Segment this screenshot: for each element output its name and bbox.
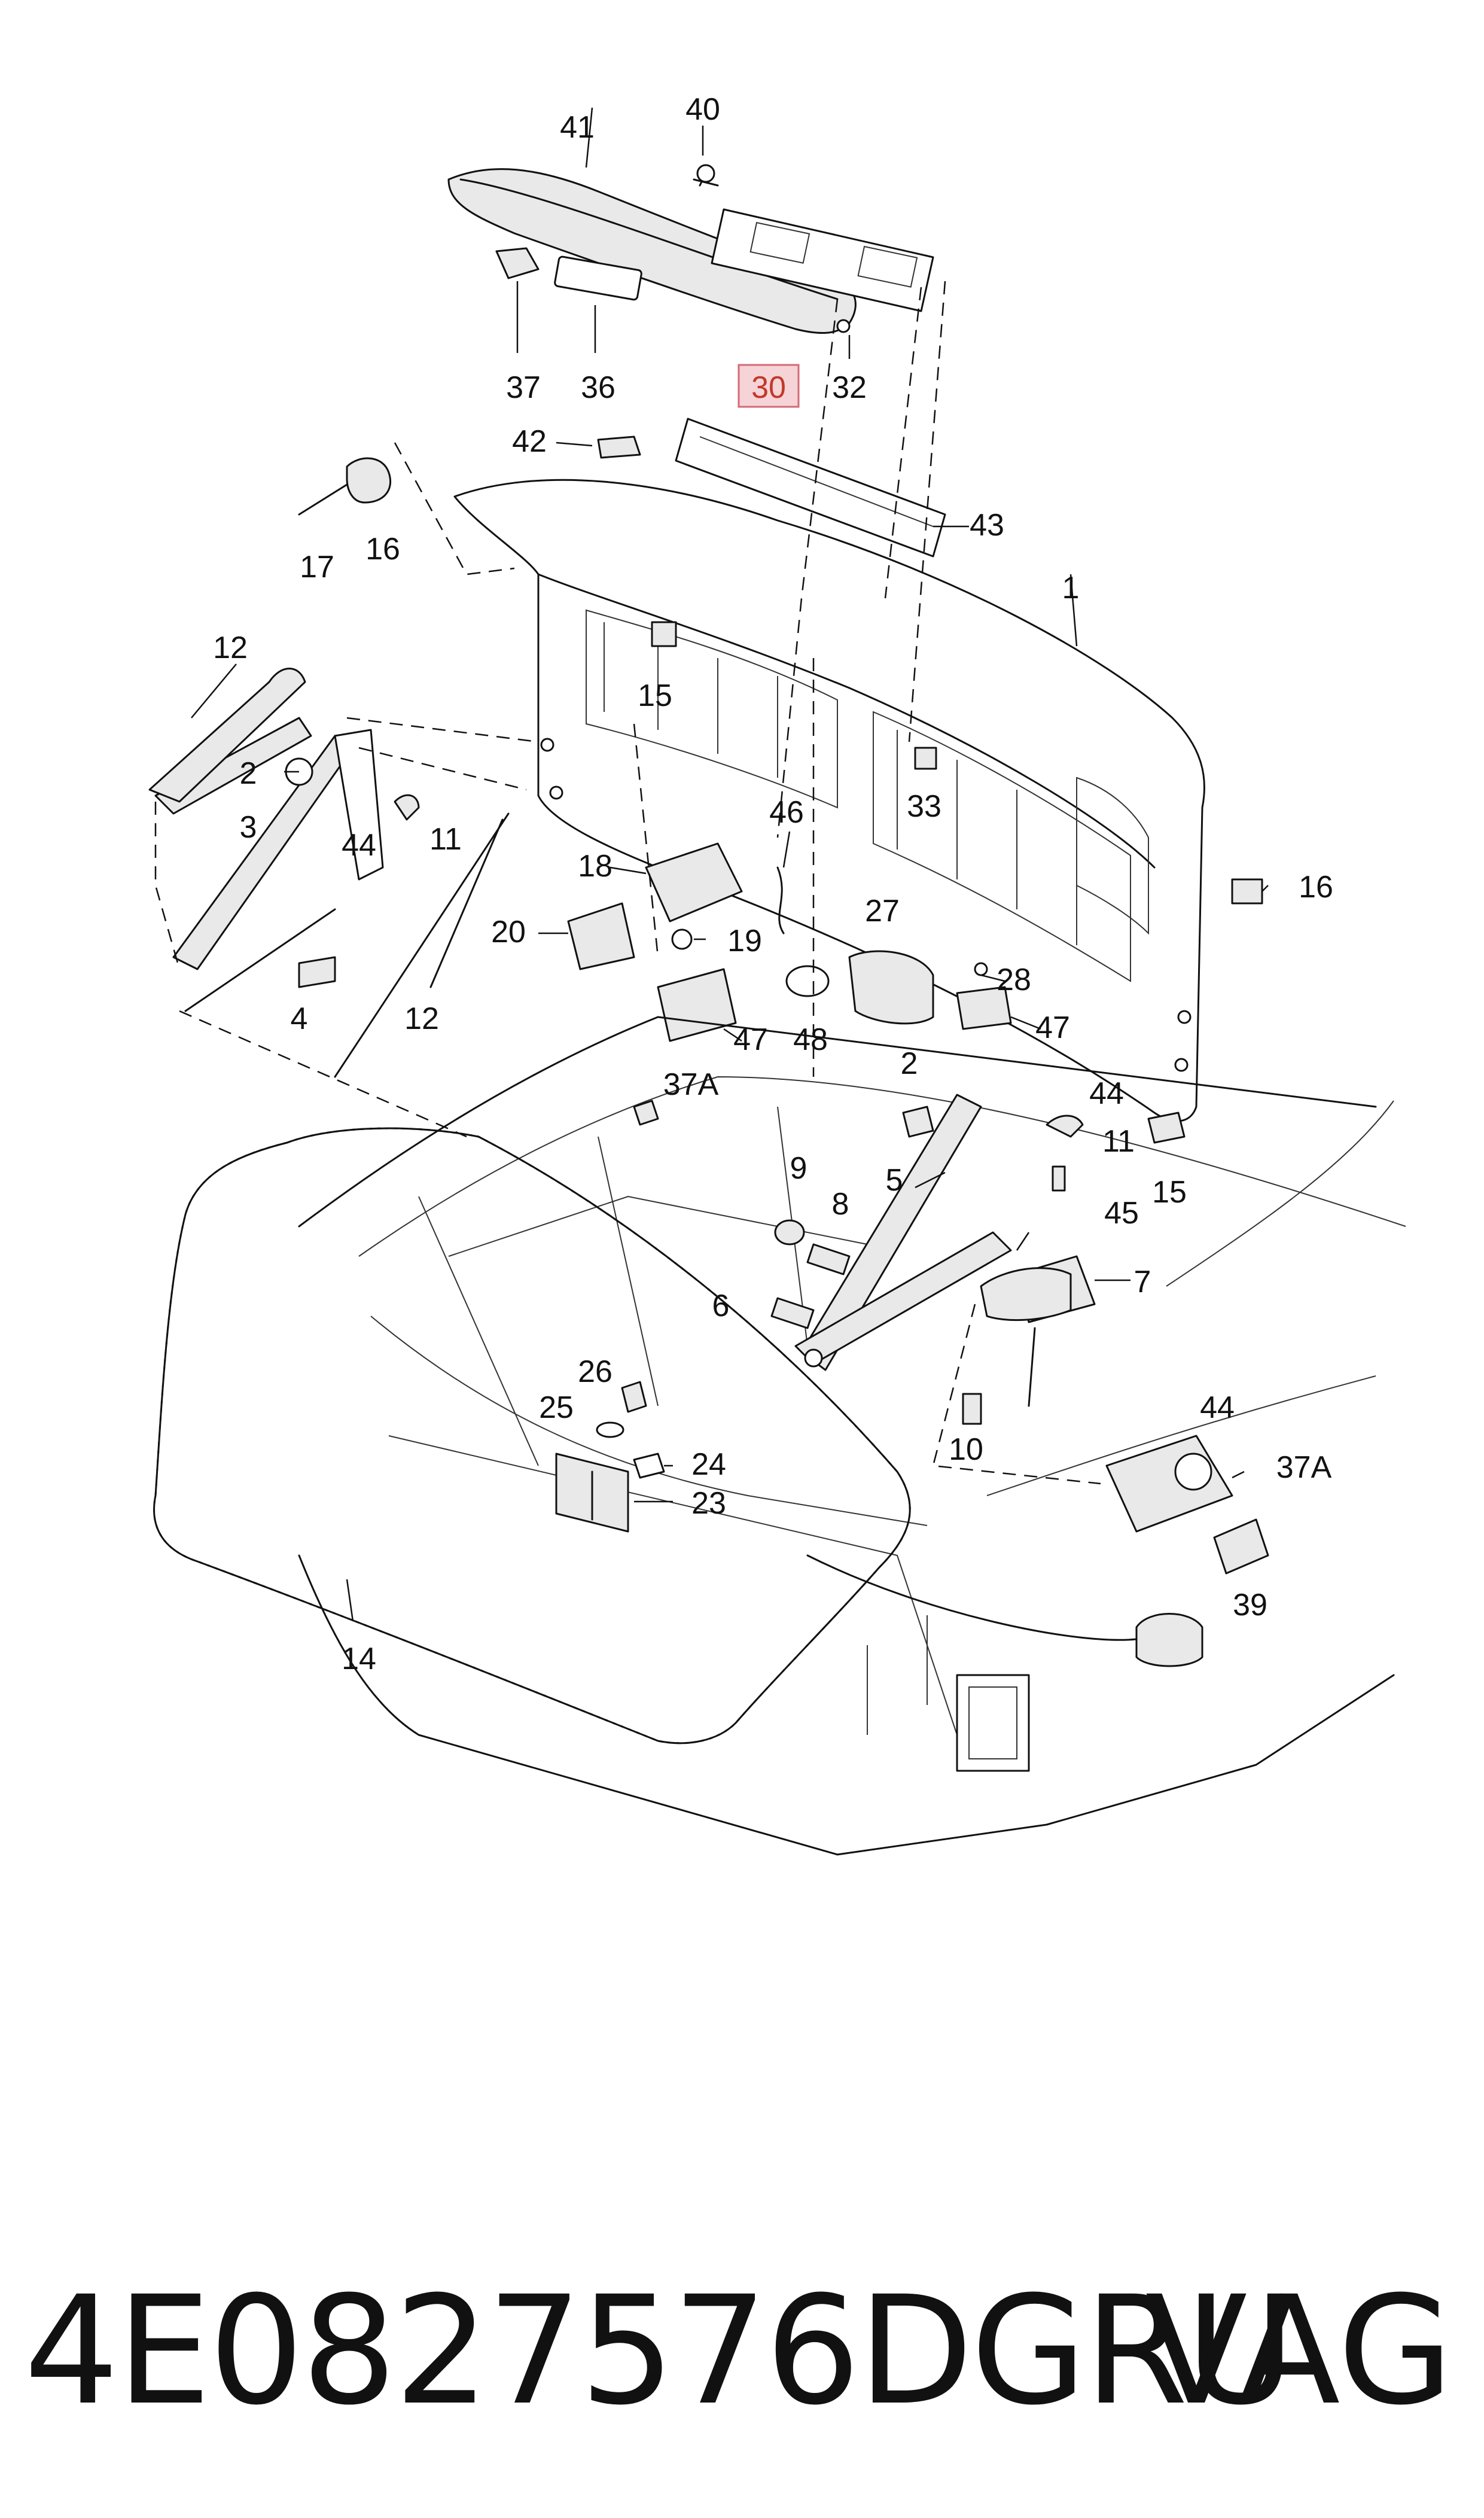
callout-37: 37A [1276, 1450, 1332, 1485]
callout-3: 3 [240, 810, 257, 845]
callout-18: 16 [365, 532, 400, 567]
callout-37A: 39 [1233, 1588, 1267, 1622]
callout-14: 12 [213, 631, 248, 665]
callout-28: 28 [997, 963, 1031, 997]
callout-26: 26 [578, 1354, 613, 1389]
trunk-lid [453, 479, 1205, 1122]
callout-21: 19 [727, 924, 762, 958]
callout-40: 42 [512, 424, 547, 459]
footer: 4E0827576DGRU VAG [24, 2273, 1459, 2429]
callout-39: 41 [560, 110, 595, 145]
hinge-left [148, 668, 510, 1078]
callout-35: 37 [506, 370, 541, 405]
callout-20: 18 [578, 849, 613, 884]
callout-11-right: 11 [1102, 1124, 1135, 1159]
callout-8: 8 [832, 1187, 849, 1222]
callout-10: 10 [949, 1432, 983, 1467]
callout-44: 45 [1104, 1196, 1139, 1231]
callout-22: 20 [491, 915, 526, 949]
trim-strip-41 [675, 418, 946, 558]
callout-30-highlight [738, 364, 800, 408]
part-number: 4E0827576DGRU [24, 2264, 1295, 2438]
lock-motor-37 [806, 1435, 1269, 1667]
callout-17: 16 [1299, 870, 1333, 905]
callout-24: 24 [691, 1447, 726, 1482]
callout-45: 46 [769, 795, 804, 830]
callout-23: 23 [691, 1486, 726, 1521]
callout-4: 4 [291, 1001, 308, 1036]
callout-11-left: 11 [429, 822, 462, 857]
callout-27: 27 [865, 894, 900, 928]
trunk-seal-15 [153, 1127, 911, 1744]
callout-2-left: 2 [240, 756, 257, 791]
callout-25: 25 [539, 1390, 574, 1425]
callout-labels: 41 40 37 36 30 32 42 43 17 16 1 15 12 33… [213, 92, 1333, 1676]
callout-12: 12 [404, 1001, 439, 1036]
callout-48: 48 [793, 1022, 828, 1057]
striker-23 [555, 1381, 665, 1533]
callout-32: 33 [907, 789, 941, 824]
callout-1: 1 [1062, 571, 1080, 605]
callout-36: 37A [663, 1067, 719, 1102]
leader-lines [154, 107, 1269, 1622]
small-fasteners [298, 436, 1263, 905]
callout-7: 7 [1134, 1265, 1151, 1299]
callout-42-right: 44 [1089, 1076, 1124, 1111]
car-body [298, 1016, 1406, 1856]
callout-33: 36 [581, 370, 615, 405]
callout-16-right: 15 [1152, 1175, 1187, 1210]
callout-34: 40 [685, 92, 720, 127]
callout-19: 17 [300, 550, 334, 584]
callout-9: 9 [790, 1151, 807, 1186]
callout-30: 30 [751, 370, 786, 405]
callout-6: 6 [712, 1289, 730, 1323]
callout-43: 44 [1200, 1390, 1235, 1425]
callout-31: 32 [832, 370, 867, 405]
callout-46: 47 [733, 1022, 768, 1057]
lock-components [567, 842, 1012, 1042]
callout-5: 5 [886, 1163, 903, 1198]
spoiler-assembly [447, 164, 934, 334]
callout-15: 14 [342, 1642, 376, 1676]
brand-label: VAG [1145, 2264, 1453, 2438]
misc-fasteners [633, 1100, 1186, 1425]
callout-2-right: 2 [901, 1046, 918, 1081]
callout-42-left: 44 [342, 828, 376, 863]
hinge-right [794, 1094, 1096, 1407]
callout-16-left: 15 [638, 678, 672, 713]
callout-47: 47 [1035, 1010, 1070, 1045]
callout-41: 43 [970, 508, 1004, 543]
